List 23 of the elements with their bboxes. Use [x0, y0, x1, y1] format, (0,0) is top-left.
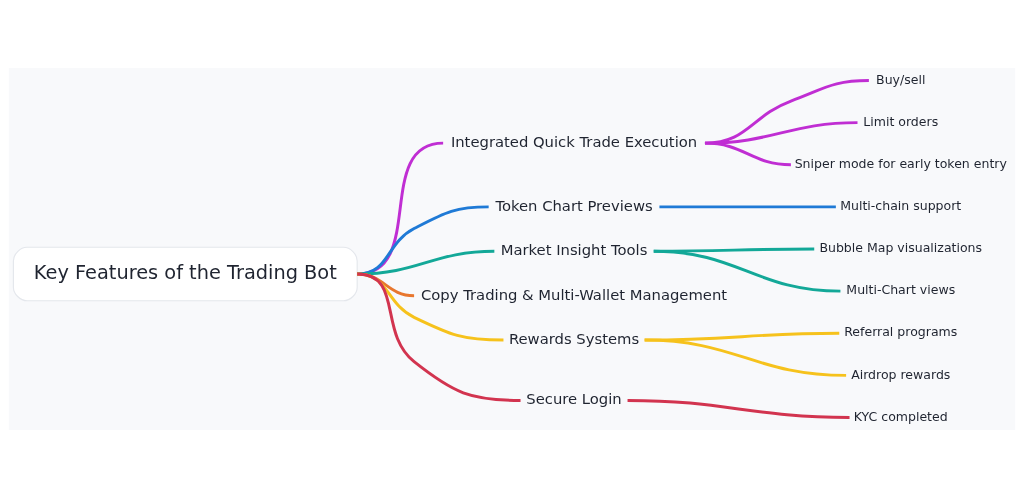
- node-text: Multi-chain support: [840, 197, 962, 213]
- node-box: Key Features of the Trading Bot: [12, 246, 358, 301]
- node-text: Market Insight Tools: [500, 240, 648, 258]
- connector: [627, 398, 850, 419]
- node-text: Integrated Quick Trade Execution: [450, 132, 698, 150]
- connector: [357, 249, 495, 275]
- connector: [659, 204, 836, 208]
- node-text: Rewards Systems: [508, 329, 640, 347]
- node-text: Copy Trading & Multi-Wallet Management: [420, 285, 728, 303]
- connector: [357, 204, 489, 275]
- node-text: Limit orders: [863, 113, 939, 129]
- connector: [653, 249, 841, 293]
- connector: [704, 141, 791, 166]
- node-text: Buy/sell: [876, 71, 926, 87]
- node-text: Sniper mode for early token entry: [794, 155, 1007, 171]
- node-text: Bubble Map visualizations: [819, 239, 983, 255]
- node-text: Referral programs: [844, 323, 958, 339]
- node-text: Multi-Chart views: [846, 281, 956, 297]
- node-text: Token Chart Previews: [495, 196, 653, 214]
- node-text: Secure Login: [526, 389, 622, 407]
- connector: [644, 338, 847, 377]
- node-text: Airdrop rewards: [851, 366, 951, 382]
- node-text: KYC completed: [853, 408, 948, 424]
